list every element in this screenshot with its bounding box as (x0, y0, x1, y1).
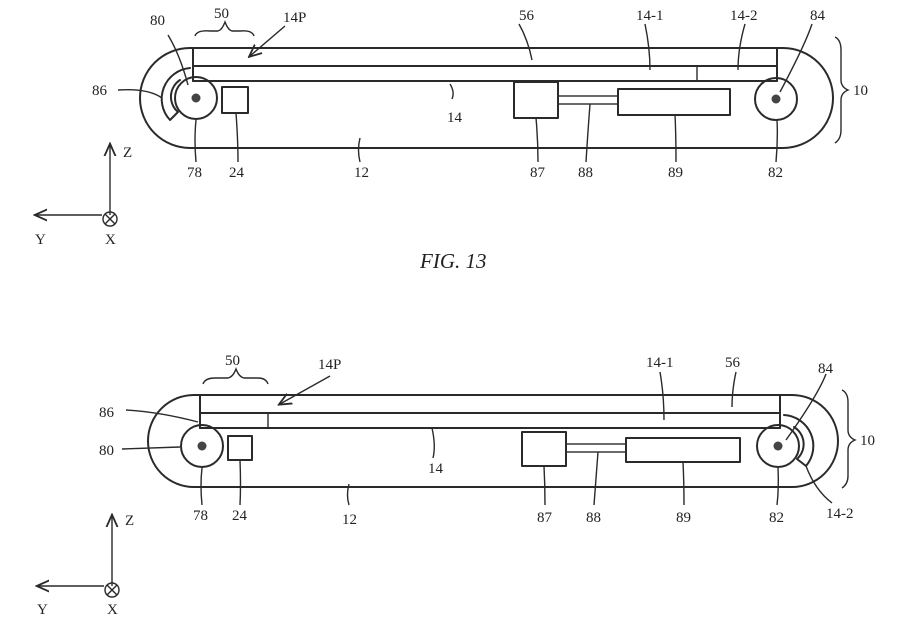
bottom-axis-y: Y (37, 602, 48, 618)
top-roller-78-hub (191, 93, 201, 103)
bottom-axes: Z Y X (37, 513, 134, 618)
top-label-10: 10 (853, 83, 868, 99)
bottom-label-89: 89 (676, 510, 691, 526)
bottom-label-12: 12 (342, 512, 357, 528)
top-roller-82-hub (771, 94, 781, 104)
top-label-88: 88 (578, 165, 593, 181)
top-component-87 (513, 81, 559, 119)
bottom-roller-82 (756, 424, 800, 468)
top-flex-portion-86 (160, 67, 191, 121)
top-label-87: 87 (530, 165, 546, 181)
bottom-label-84: 84 (818, 361, 834, 377)
bottom-label-14-2: 14-2 (826, 506, 854, 522)
bottom-label-14-1: 14-1 (646, 355, 674, 371)
bottom-label-10: 10 (860, 433, 875, 449)
bottom-label-87: 87 (537, 510, 553, 526)
bottom-component-87 (521, 431, 567, 467)
top-component-24 (221, 86, 249, 114)
bottom-housing-12 (147, 394, 839, 488)
top-label-78: 78 (187, 165, 202, 181)
bottom-label-14P: 14P (318, 357, 341, 373)
top-label-84: 84 (810, 8, 826, 24)
bottom-label-80: 80 (99, 443, 114, 459)
bottom-label-14: 14 (428, 461, 444, 477)
bottom-roller-78-hub (197, 441, 207, 451)
bottom-label-56: 56 (725, 355, 741, 371)
bottom-figure: 50 14P 14-1 56 84 86 80 10 14 78 24 12 8… (37, 353, 875, 618)
bottom-axis-x: X (107, 602, 118, 618)
bottom-flex-portion-14-2 (783, 414, 815, 467)
bottom-component-89 (625, 437, 741, 463)
top-label-14-1: 14-1 (636, 8, 664, 24)
top-roller-82 (754, 77, 798, 121)
top-label-12: 12 (354, 165, 369, 181)
bottom-roller-78 (180, 424, 224, 468)
bottom-label-50: 50 (225, 353, 240, 369)
top-component-89 (617, 88, 731, 116)
bottom-label-88: 88 (586, 510, 601, 526)
figure-caption: FIG. 13 (419, 249, 487, 273)
top-axis-z: Z (123, 145, 132, 161)
top-label-50: 50 (214, 6, 229, 22)
top-axes: Z Y X (35, 145, 132, 248)
bottom-roller-82-hub (773, 441, 783, 451)
top-label-80: 80 (150, 13, 165, 29)
top-axis-x: X (105, 232, 116, 248)
top-label-82: 82 (768, 165, 783, 181)
top-label-14: 14 (447, 110, 463, 126)
top-label-14-2: 14-2 (730, 8, 758, 24)
top-label-56: 56 (519, 8, 535, 24)
bottom-component-24 (227, 435, 253, 461)
bottom-label-78: 78 (193, 508, 208, 524)
top-axis-y: Y (35, 232, 46, 248)
top-label-14P: 14P (283, 10, 306, 26)
top-link-88 (557, 95, 619, 105)
top-label-24: 24 (229, 165, 245, 181)
bottom-label-82: 82 (769, 510, 784, 526)
top-figure: 80 50 14P 56 14-1 14-2 84 86 14 10 78 24… (35, 6, 868, 248)
top-label-89: 89 (668, 165, 683, 181)
bottom-link-88 (565, 443, 627, 453)
top-label-86: 86 (92, 83, 108, 99)
bottom-label-24: 24 (232, 508, 248, 524)
bottom-label-86: 86 (99, 405, 115, 421)
top-roller-78 (174, 76, 218, 120)
top-housing-12 (139, 47, 834, 149)
bottom-axis-z: Z (125, 513, 134, 529)
